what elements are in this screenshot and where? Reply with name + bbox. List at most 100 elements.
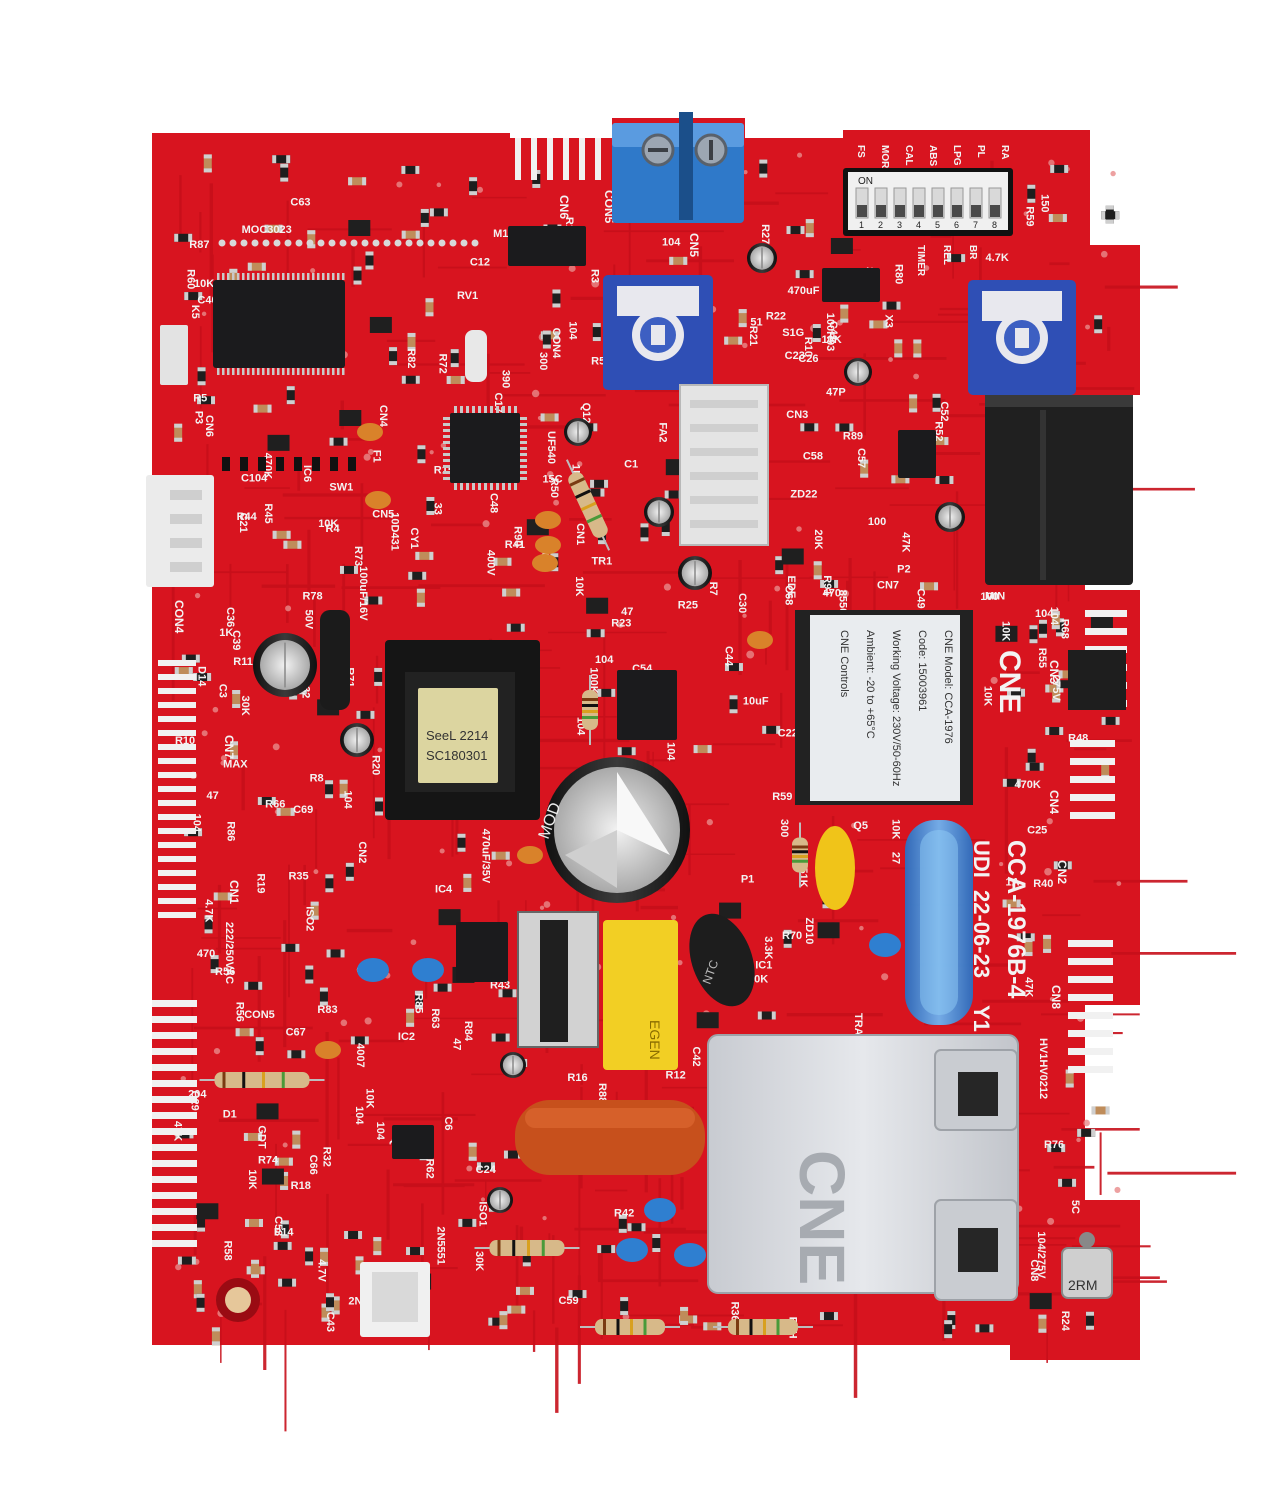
via — [220, 755, 227, 762]
smd-part — [280, 1220, 289, 1239]
silk-label: 47 — [206, 790, 218, 802]
via — [363, 453, 371, 461]
silk-label: C69 — [293, 804, 313, 816]
smd-body — [305, 965, 314, 984]
smd-pad — [210, 969, 219, 974]
ic-leg — [287, 368, 290, 375]
silk-label: C30 — [736, 593, 748, 613]
smd-part — [280, 1171, 289, 1190]
smd-body — [353, 266, 362, 285]
transformer-label-line2: SC180301 — [426, 748, 487, 763]
smd-pad — [795, 270, 800, 279]
smd-pad — [989, 1324, 994, 1333]
edge-pin — [158, 842, 196, 848]
smd-part — [1101, 716, 1120, 725]
resistor-band — [242, 1072, 246, 1088]
smd-pad — [738, 323, 747, 328]
trimmer-potentiometer-p1[interactable] — [603, 275, 713, 390]
edge-pin — [1068, 1066, 1113, 1073]
smd-body — [1045, 727, 1064, 736]
smd-pad — [443, 208, 448, 217]
smd-part — [894, 339, 903, 358]
smd-body — [820, 579, 839, 588]
smd-pad — [618, 1228, 627, 1233]
smd-body — [909, 394, 918, 413]
smd-pad — [1039, 762, 1044, 771]
smd-pad — [1024, 938, 1033, 943]
smd-body — [506, 623, 525, 632]
smd-part — [1051, 611, 1060, 630]
header-pin — [251, 239, 259, 247]
smd-pad — [1043, 948, 1052, 953]
via — [440, 442, 447, 449]
smd-body — [618, 1214, 627, 1233]
via — [201, 311, 207, 317]
smd-pad — [1048, 214, 1053, 223]
smd-pad — [1045, 684, 1050, 693]
smd-pad — [286, 386, 295, 391]
smd-part — [507, 1305, 526, 1314]
smd-body — [738, 309, 747, 328]
smd-pad — [232, 704, 241, 709]
smd-pad — [345, 862, 354, 867]
smd-body — [840, 304, 849, 323]
smd-body — [278, 1278, 297, 1287]
smd-body — [944, 1320, 953, 1339]
smd-pad — [188, 233, 193, 242]
dip-function-label: PL — [975, 145, 986, 158]
header-pin — [531, 138, 537, 180]
smd-body — [522, 1248, 531, 1267]
smd-pad — [617, 747, 622, 756]
smd-pad — [193, 1280, 202, 1285]
edge-pin — [152, 1064, 197, 1071]
smd-pad — [211, 1327, 220, 1332]
silk-label: R11 — [233, 656, 253, 668]
smd-pad — [174, 423, 183, 428]
silk-label: D14 — [196, 666, 208, 687]
silk-label: 275V — [1050, 675, 1062, 701]
silk-label: CON5 — [244, 1009, 275, 1021]
smd-pad — [289, 695, 298, 700]
silk-label: C23 — [785, 350, 805, 362]
sot-transistor — [586, 597, 609, 614]
smd-part — [310, 901, 319, 920]
header-pin — [218, 239, 226, 247]
smd-part — [944, 1320, 953, 1339]
smd-pad — [345, 876, 354, 881]
ic-leg — [508, 406, 511, 413]
header-pin — [547, 138, 553, 180]
smd-part — [468, 1142, 477, 1161]
ic-leg — [443, 453, 450, 456]
ntc-thermistor: NTC — [689, 913, 755, 1007]
via — [542, 1216, 547, 1221]
silk-label: 10K — [246, 1169, 258, 1189]
via — [1048, 159, 1055, 167]
smd-pad — [1055, 632, 1064, 637]
smd-pad — [776, 725, 781, 734]
trimmer-potentiometer-p3[interactable] — [968, 280, 1076, 395]
via — [1083, 1119, 1090, 1127]
via — [285, 605, 292, 612]
smd-pad — [287, 1050, 292, 1059]
capacitor-body — [465, 330, 487, 382]
surge-arrester: 2RM — [1061, 1232, 1113, 1299]
smd-body — [364, 596, 383, 605]
silk-label: R84 — [462, 1021, 474, 1042]
header-pin — [350, 239, 358, 247]
smd-body — [1027, 184, 1036, 203]
ceramic-capacitor — [412, 958, 444, 982]
smd-pad — [329, 437, 334, 446]
smd-body — [310, 901, 319, 920]
ic-leg — [332, 368, 335, 375]
smd-body — [245, 1218, 264, 1227]
smd-body — [450, 349, 459, 368]
via — [175, 1264, 182, 1271]
smd-body — [406, 1247, 425, 1256]
transformer-label-line1: SeeL 2214 — [426, 728, 488, 743]
smd-pad — [297, 540, 302, 549]
smd-body — [446, 375, 465, 384]
smd-body — [913, 339, 922, 358]
resistor-band — [616, 1319, 620, 1335]
silk-label: 10K — [999, 621, 1011, 641]
